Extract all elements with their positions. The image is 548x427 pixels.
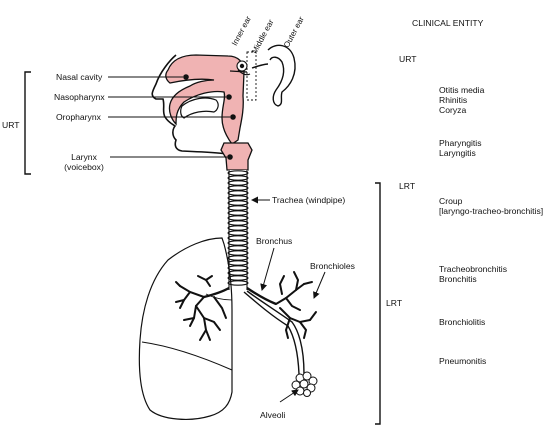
tongue [180, 97, 219, 119]
left-bronchial-tree [175, 275, 227, 341]
trachea-ring [227, 245, 249, 251]
clinical-item: Bronchitis [439, 274, 477, 284]
trachea-ring [227, 225, 249, 231]
clinical-item: Tracheobronchitis [439, 264, 507, 274]
clinical-entity-heading: CLINICAL ENTITY [412, 18, 484, 28]
trachea-ring [227, 215, 249, 221]
nasopharynx-label: Nasopharynx [54, 92, 105, 102]
left-lung [138, 237, 233, 420]
head-profile [151, 54, 233, 156]
trachea-ring [227, 175, 249, 181]
clinical-throat: Pharyngitis Laryngitis [439, 138, 482, 158]
trachea-ring [227, 185, 249, 191]
trachea-ring [227, 240, 249, 246]
trachea-label: Trachea (windpipe) [272, 195, 346, 205]
trachea-ring [227, 275, 249, 281]
oropharynx-label: Oropharynx [56, 112, 101, 122]
trachea-ring [227, 250, 249, 256]
nasal-cavity-label: Nasal cavity [56, 72, 103, 82]
trachea-ring [227, 255, 249, 261]
bronchioles-label: Bronchioles [310, 261, 355, 271]
urt-left-label: URT [2, 120, 20, 130]
clinical-bronchiolitis: Bronchiolitis [439, 317, 486, 327]
clinical-ear-nose: Otitis media Rhinitis Coryza [439, 85, 484, 115]
larynx-label-sub: (voicebox) [64, 162, 104, 172]
urt-right-label: URT [399, 54, 417, 64]
clinical-item: Croup [439, 196, 463, 206]
trachea-ring [227, 235, 249, 241]
lrt-top-label: LRT [399, 181, 416, 191]
clinical-croup: Croup [laryngo-tracheo-bronchitis] [439, 196, 543, 216]
trachea-ring [227, 220, 249, 226]
lrt-mid-label: LRT [386, 298, 403, 308]
right-bronchial-tree [275, 271, 317, 339]
clinical-item: Coryza [439, 105, 467, 115]
ear [229, 44, 296, 107]
clinical-item: [laryngo-tracheo-bronchitis] [439, 206, 544, 216]
trachea-ring [227, 265, 249, 271]
trachea-ring [227, 280, 249, 286]
trachea-ring [227, 230, 249, 236]
trachea-ring [227, 190, 249, 196]
larynx-label-main: Larynx [71, 152, 97, 162]
trachea-ring [227, 170, 249, 176]
clinical-item: Laryngitis [439, 148, 476, 158]
clinical-pneumonitis: Pneumonitis [439, 356, 487, 366]
trachea-ring [227, 195, 249, 201]
trachea-ring [227, 210, 249, 216]
alveoli-label: Alveoli [260, 410, 286, 420]
bronchus-label: Bronchus [256, 236, 293, 246]
clinical-item: Pharyngitis [439, 138, 482, 148]
clinical-item: Rhinitis [439, 95, 468, 105]
trachea-ring [227, 180, 249, 186]
clinical-tracheo: Tracheobronchitis Bronchitis [439, 264, 507, 284]
trachea-ring [227, 200, 249, 206]
trachea-ring [227, 270, 249, 276]
clinical-item: Otitis media [439, 85, 485, 95]
alveoli-cluster [291, 371, 318, 397]
trachea-ring [227, 205, 249, 211]
larynx-label: Larynx (voicebox) [60, 152, 108, 172]
